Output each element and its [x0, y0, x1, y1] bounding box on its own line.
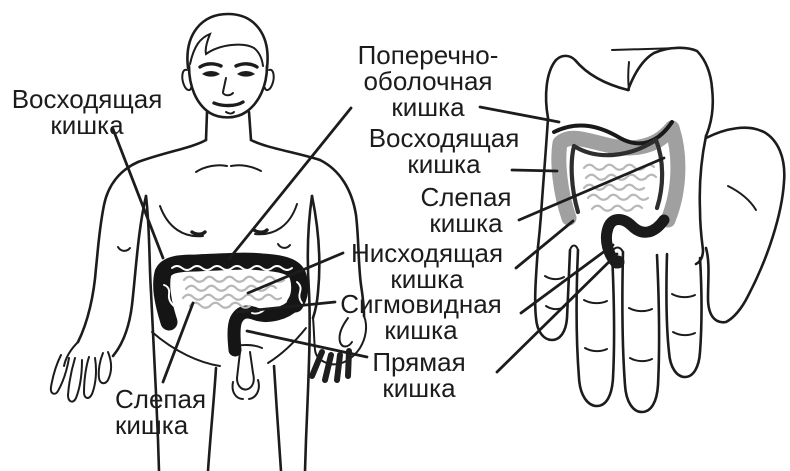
leader-lines: [111, 105, 666, 384]
body-colon-drawing: [153, 252, 309, 357]
leader-rectum-hand: [495, 252, 619, 374]
body-right-arm: [277, 158, 368, 383]
leader-transverse-hand: [478, 105, 561, 124]
label-body-cecum: Слепая кишка: [115, 384, 207, 440]
body-head: [181, 12, 275, 119]
leader-descending-hand: [514, 219, 575, 270]
body-colon-highlights: [163, 265, 303, 319]
leader-descending-body: [246, 251, 345, 295]
label-body-ascending-colon: Восходящая кишка: [11, 84, 163, 140]
body-torso: [136, 110, 322, 471]
body-left-eye: [202, 71, 220, 77]
leader-body-ascending: [111, 127, 165, 260]
leader-body-cecum: [161, 301, 195, 384]
hand-outline: [533, 46, 786, 414]
leader-hand-ascending: [510, 168, 559, 173]
body-right-eye: [237, 71, 255, 77]
label-descending-colon: Нисходящая кишка: [350, 238, 504, 294]
hand-figure: [533, 46, 786, 414]
leader-hand-cecum: [517, 156, 666, 222]
leader-sigmoid-body: [235, 300, 337, 314]
leader-rectum-body: [245, 329, 369, 359]
leader-sigmoid-hand: [519, 243, 615, 315]
label-sigmoid-colon: Сигмовидная кишка: [340, 289, 502, 345]
label-rectum: Прямая кишка: [372, 347, 466, 403]
body-left-arm: [49, 160, 148, 403]
leader-transverse-body: [227, 106, 353, 261]
hand-colon-drawing: [551, 120, 686, 269]
label-hand-ascending-colon: Восходящая кишка: [368, 123, 520, 179]
label-transverse-colon: Поперечно- оболочная кишка: [357, 40, 499, 122]
label-hand-cecum: Слепая кишка: [420, 182, 512, 238]
body-figure: [49, 12, 368, 471]
hand-rectum-tip: [611, 255, 625, 269]
body-intestine-texture: [181, 275, 286, 309]
hand-intestine-texture: [582, 163, 658, 212]
